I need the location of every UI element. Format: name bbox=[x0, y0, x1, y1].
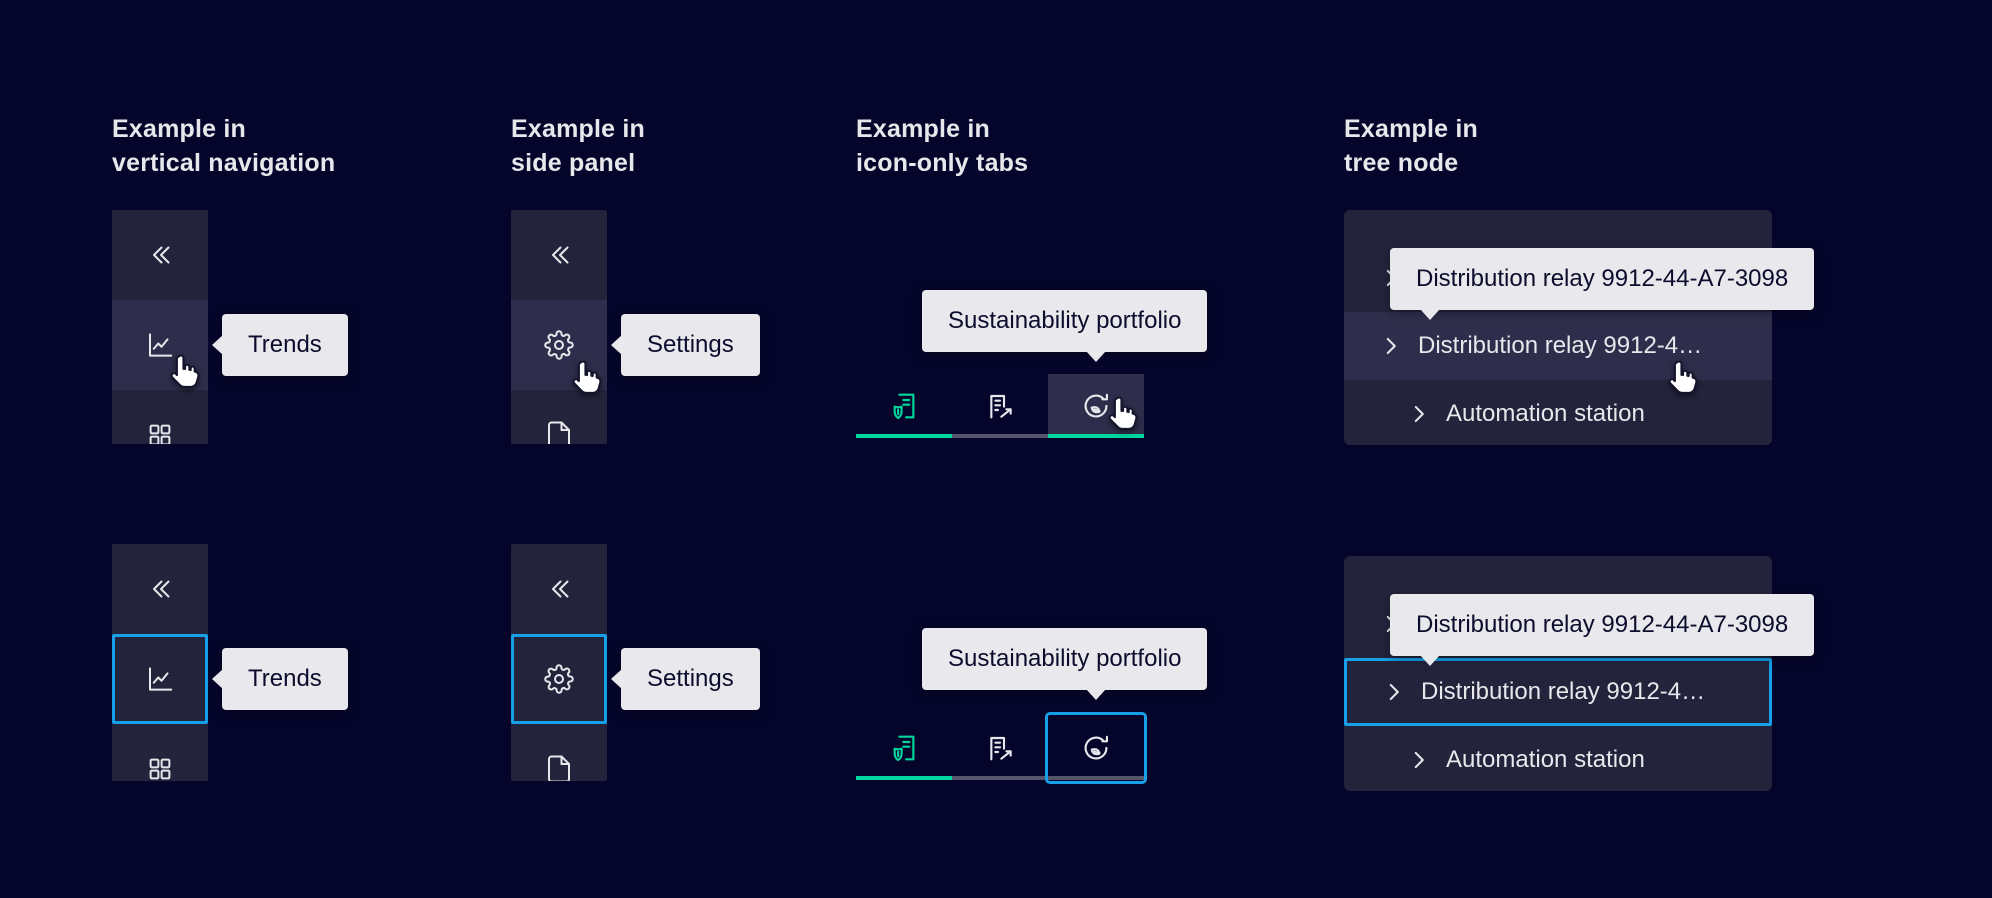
heading-icon-only-tabs: Example in icon-only tabs bbox=[856, 112, 1028, 180]
eco-cycle-icon bbox=[1080, 732, 1112, 764]
building-report-icon bbox=[984, 732, 1016, 764]
tree-row-automation-station[interactable]: Automation station bbox=[1344, 726, 1772, 791]
hand-pointer-icon bbox=[1664, 356, 1704, 396]
cursor-pointer bbox=[1104, 392, 1144, 432]
tooltip-text: Trends bbox=[248, 331, 322, 358]
heading-line: Example in bbox=[1344, 115, 1478, 143]
double-chevron-left-icon bbox=[145, 574, 175, 604]
tooltip-sustainability-portfolio: Sustainability portfolio bbox=[922, 628, 1208, 700]
tree-node-label: Distribution relay 9912-4… bbox=[1421, 678, 1706, 705]
heading-side-panel: Example in side panel bbox=[511, 112, 645, 180]
panel-collapse-button[interactable] bbox=[511, 544, 607, 634]
tree-node-label: Automation station bbox=[1446, 746, 1645, 773]
tree-row-distribution-relay[interactable]: Distribution relay 9912-4… bbox=[1344, 312, 1772, 380]
hand-pointer-icon bbox=[166, 350, 206, 390]
tooltip-text: Sustainability portfolio bbox=[948, 307, 1182, 334]
icon-tab-bar bbox=[856, 374, 1144, 438]
heading-line: side panel bbox=[511, 149, 636, 177]
cursor-pointer bbox=[568, 356, 608, 396]
hand-pointer-icon bbox=[1104, 392, 1144, 432]
tab-building-report[interactable] bbox=[952, 716, 1048, 780]
tooltip-sustainability-portfolio: Sustainability portfolio bbox=[922, 290, 1208, 362]
tooltip-text: Trends bbox=[248, 665, 322, 692]
tab-building-report[interactable] bbox=[952, 374, 1048, 438]
vertical-nav bbox=[112, 544, 208, 781]
chevron-right-icon bbox=[1381, 679, 1407, 705]
nav-apps-button[interactable] bbox=[112, 724, 208, 781]
tree-panel: Distribution relay 9912-4… Automation st… bbox=[1344, 210, 1772, 445]
tab-indicator-active bbox=[856, 776, 952, 780]
heading-tree-node: Example in tree node bbox=[1344, 112, 1478, 180]
heading-line: tree node bbox=[1344, 149, 1459, 177]
tooltip-text: Settings bbox=[647, 665, 734, 692]
heading-vertical-navigation: Example in vertical navigation bbox=[112, 112, 335, 180]
tooltip-distribution-relay: Distribution relay 9912-44-A7-3098 bbox=[1390, 594, 1815, 666]
gear-icon bbox=[544, 664, 574, 694]
double-chevron-left-icon bbox=[544, 574, 574, 604]
chevron-right-icon bbox=[1406, 747, 1432, 773]
tooltip-settings: Settings bbox=[611, 314, 760, 376]
nav-trends-button-focused[interactable] bbox=[112, 634, 208, 724]
tooltip-text: Distribution relay 9912-44-A7-3098 bbox=[1416, 611, 1789, 638]
side-panel-nav bbox=[511, 210, 607, 444]
heading-line: Example in bbox=[511, 115, 645, 143]
tab-indicator bbox=[952, 776, 1048, 780]
tab-indicator-active bbox=[856, 434, 952, 438]
panel-collapse-button[interactable] bbox=[511, 210, 607, 300]
heading-line: vertical navigation bbox=[112, 149, 336, 177]
tooltip-text: Distribution relay 9912-44-A7-3098 bbox=[1416, 265, 1789, 292]
sustainability-report-icon bbox=[888, 732, 920, 764]
heading-line: icon-only tabs bbox=[856, 149, 1029, 177]
double-chevron-left-icon bbox=[145, 240, 175, 270]
tree-row-distribution-relay-focused[interactable]: Distribution relay 9912-4… bbox=[1344, 658, 1772, 726]
nav-apps-button[interactable] bbox=[112, 390, 208, 444]
tab-eco-cycle-focused[interactable] bbox=[1048, 716, 1144, 780]
tooltip-settings: Settings bbox=[611, 648, 760, 710]
tab-indicator bbox=[952, 434, 1048, 438]
chevron-right-icon bbox=[1406, 401, 1432, 427]
tree-row-automation-station[interactable]: Automation station bbox=[1344, 380, 1772, 445]
cursor-pointer bbox=[166, 350, 206, 390]
heading-line: Example in bbox=[112, 115, 246, 143]
side-panel-nav bbox=[511, 544, 607, 781]
tab-indicator-hover bbox=[1048, 434, 1144, 438]
tree-node-label: Automation station bbox=[1446, 400, 1645, 427]
icon-tab-bar bbox=[856, 712, 1147, 784]
heading-line: Example in bbox=[856, 115, 990, 143]
vertical-nav bbox=[112, 210, 208, 444]
tooltip-text: Settings bbox=[647, 331, 734, 358]
nav-collapse-button[interactable] bbox=[112, 544, 208, 634]
building-report-icon bbox=[984, 390, 1016, 422]
cursor-pointer bbox=[1664, 356, 1704, 396]
chevron-right-icon bbox=[1378, 333, 1404, 359]
app-grid-icon bbox=[145, 754, 175, 781]
nav-collapse-button[interactable] bbox=[112, 210, 208, 300]
tree-panel: Distribution relay 9912-4… Automation st… bbox=[1344, 556, 1772, 791]
trends-chart-icon bbox=[145, 664, 175, 694]
tooltip-text: Sustainability portfolio bbox=[948, 645, 1182, 672]
panel-document-button[interactable] bbox=[511, 724, 607, 781]
tooltip-trends: Trends bbox=[212, 648, 348, 710]
panel-settings-button-focused[interactable] bbox=[511, 634, 607, 724]
tab-sustainability-report[interactable] bbox=[856, 716, 952, 780]
app-grid-icon bbox=[145, 420, 175, 444]
tooltip-trends: Trends bbox=[212, 314, 348, 376]
hand-pointer-icon bbox=[568, 356, 608, 396]
file-icon bbox=[544, 420, 574, 444]
tooltip-distribution-relay: Distribution relay 9912-44-A7-3098 bbox=[1390, 248, 1815, 320]
double-chevron-left-icon bbox=[544, 240, 574, 270]
tab-sustainability-report[interactable] bbox=[856, 374, 952, 438]
tab-indicator bbox=[1048, 776, 1144, 780]
panel-document-button[interactable] bbox=[511, 390, 607, 444]
tree-node-label: Distribution relay 9912-4… bbox=[1418, 332, 1703, 359]
file-icon bbox=[544, 754, 574, 781]
sustainability-report-icon bbox=[888, 390, 920, 422]
